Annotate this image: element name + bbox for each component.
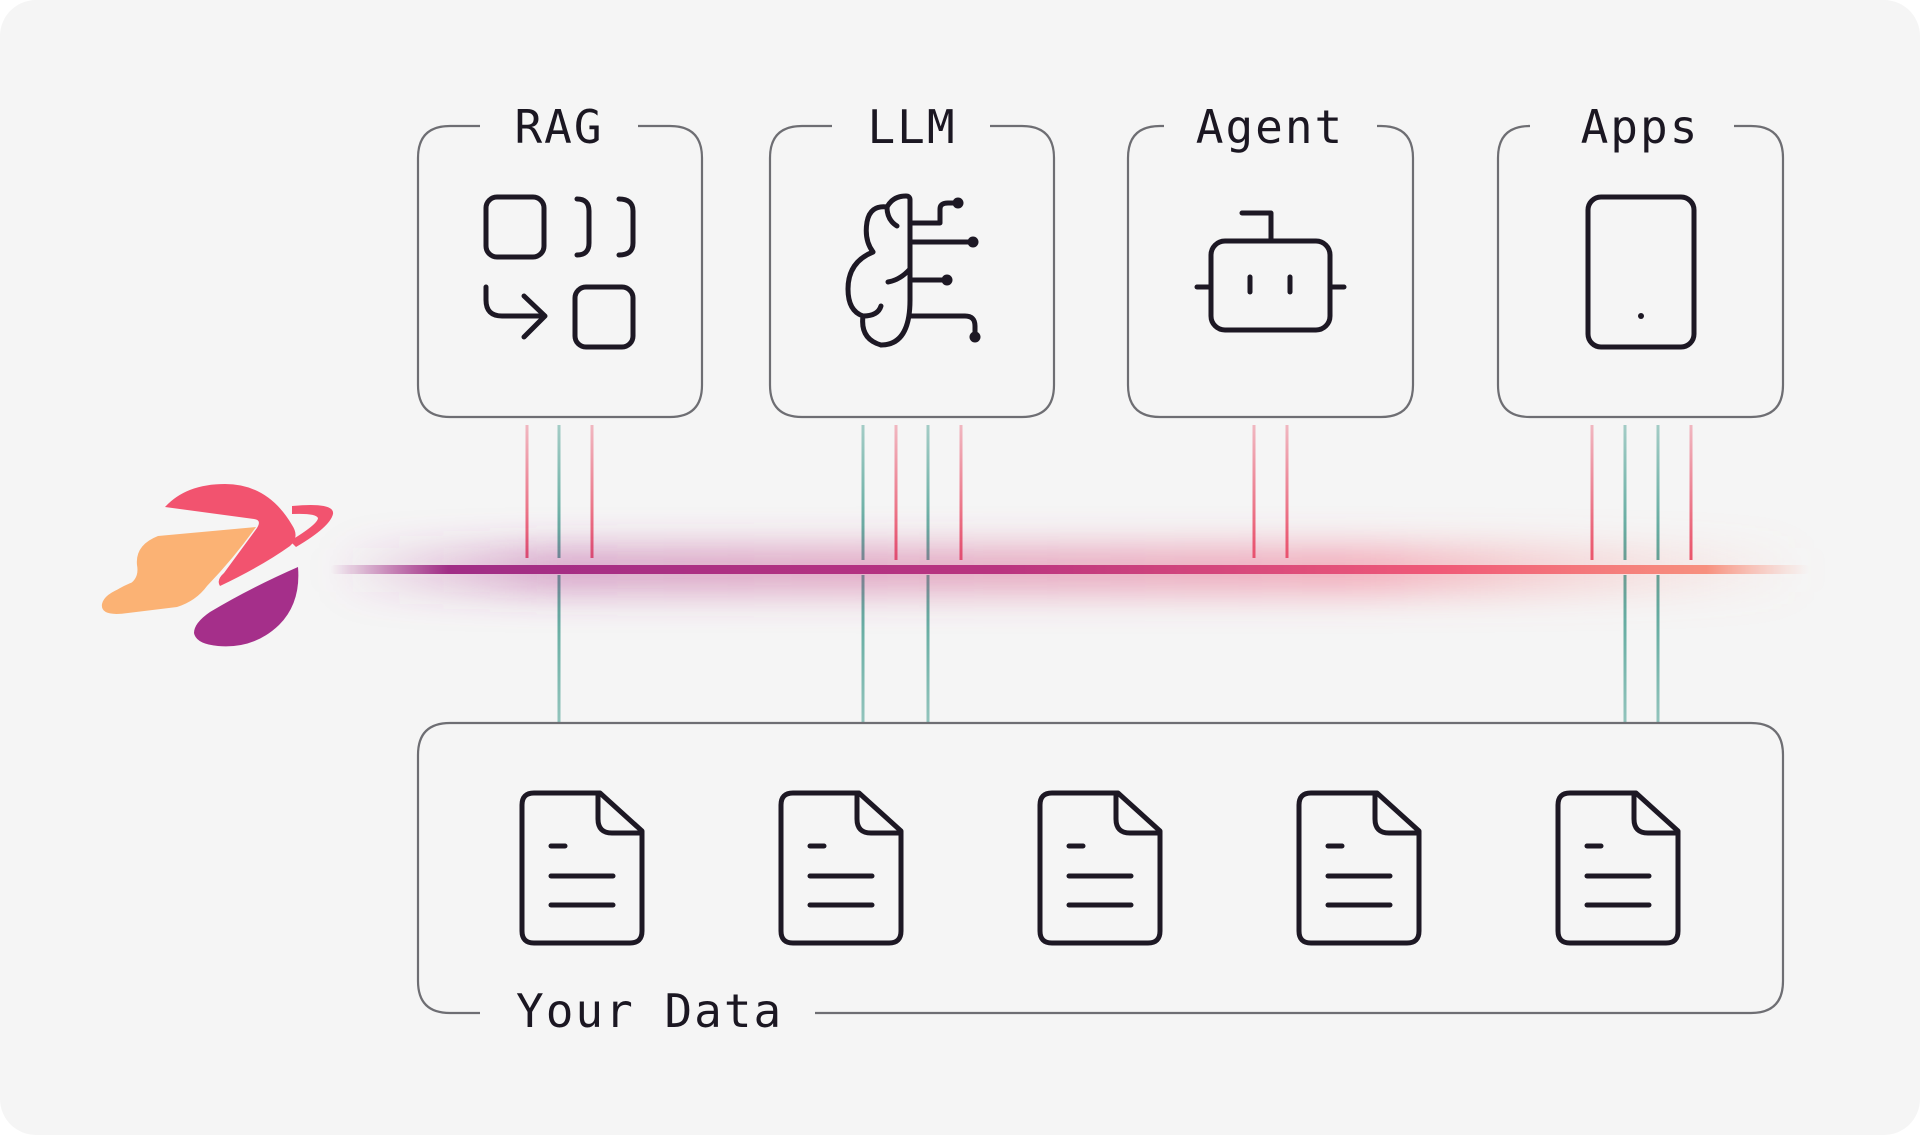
apps-box: Apps	[1496, 100, 1785, 419]
logo-orange-shape	[101, 527, 256, 614]
data-box-border	[416, 721, 1785, 1015]
tablet-home-dot	[1638, 313, 1644, 319]
logo-pink-shape	[165, 484, 296, 586]
agent-box-label: Agent	[1196, 100, 1344, 154]
agent-box: Agent	[1126, 100, 1415, 419]
connector-lines-top	[525, 425, 1693, 560]
agent-box-border	[1126, 124, 1415, 419]
rag-box: RAG	[416, 100, 704, 419]
logo-pink-ring	[290, 505, 334, 547]
document-icon	[1555, 790, 1681, 946]
connector-lines-bottom	[557, 575, 1660, 722]
document-icon	[1037, 790, 1163, 946]
document-icon	[1296, 790, 1422, 946]
data-box: Your Data	[416, 721, 1785, 1038]
circuit-node	[969, 331, 981, 343]
apps-box-label: Apps	[1581, 100, 1700, 154]
data-bus-line	[330, 565, 1810, 574]
llm-box: LLM	[768, 100, 1056, 419]
brain-circuit-icon	[845, 193, 978, 348]
rag-blocks-icon	[483, 194, 636, 350]
rag-box-border	[416, 124, 704, 419]
document-icon	[519, 790, 645, 946]
apps-box-border	[1496, 124, 1785, 419]
logo-orange-ring	[105, 582, 137, 608]
robot-icon	[1194, 210, 1347, 333]
tablet-icon	[1585, 194, 1697, 350]
planet-logo-icon	[101, 484, 334, 647]
document-icon	[778, 790, 904, 946]
data-bus	[330, 548, 1810, 592]
llm-box-border	[768, 124, 1056, 419]
llm-box-label: LLM	[867, 100, 956, 154]
rag-box-label: RAG	[514, 100, 603, 154]
logo-purple-shape	[194, 567, 299, 647]
circuit-node	[941, 274, 953, 286]
circuit-node	[967, 236, 979, 248]
circuit-node	[952, 197, 964, 209]
data-box-label: Your Data	[516, 984, 783, 1038]
document-list	[519, 790, 1681, 946]
